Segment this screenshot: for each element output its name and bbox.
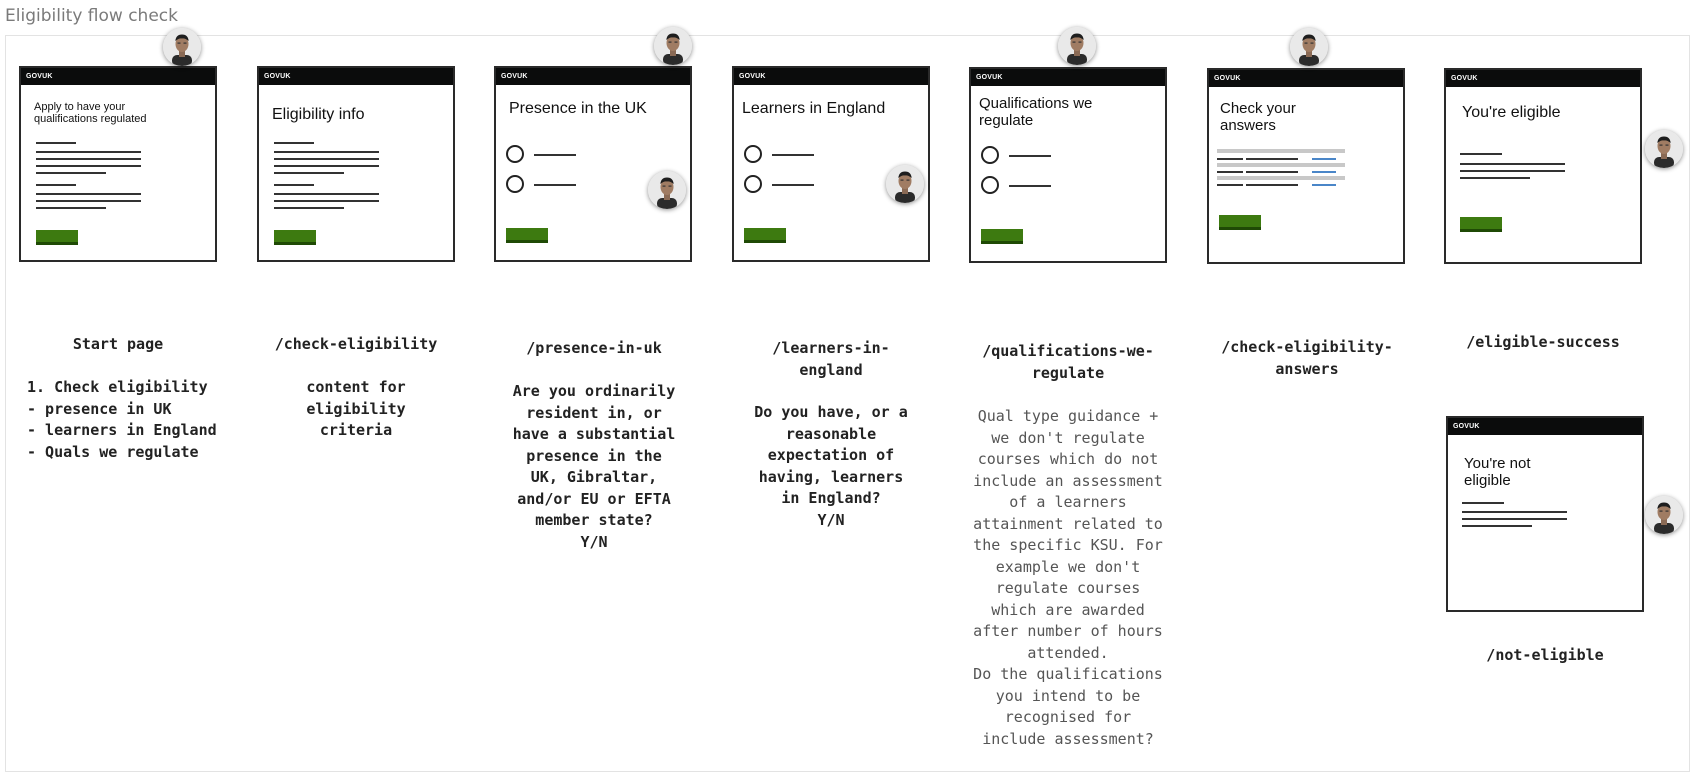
screen-title: You're eligible — [1462, 104, 1561, 121]
route-learners-in-england: /learners-in- england — [772, 339, 890, 379]
user-avatar-icon[interactable] — [648, 171, 686, 209]
board-title: Eligibility flow check — [5, 6, 178, 26]
govuk-header: GOVUK — [1448, 418, 1642, 435]
route-presence-in-uk: /presence-in-uk — [526, 339, 662, 357]
screen-learners-in-england[interactable]: GOVUK Learners in England — [732, 66, 930, 262]
radio-option — [981, 146, 999, 164]
screen-title: Qualifications we regulate — [979, 95, 1093, 129]
user-avatar-icon[interactable] — [163, 28, 201, 66]
screen-title: Check your answers — [1220, 100, 1296, 134]
route-check-eligibility-answers: /check-eligibility- answers — [1221, 338, 1393, 378]
presence-question: Are you ordinarily resident in, or have … — [512, 382, 676, 551]
continue-button — [1460, 217, 1502, 232]
user-avatar-icon[interactable] — [886, 165, 924, 203]
start-button — [36, 230, 78, 245]
continue-button — [981, 229, 1023, 244]
continue-button — [506, 228, 548, 243]
user-avatar-icon[interactable] — [1058, 27, 1096, 65]
screen-title: You're not eligible — [1464, 455, 1531, 489]
screen-title: Presence in the UK — [509, 100, 647, 117]
qualifications-guidance: Qual type guidance + we don't regulate c… — [973, 407, 1163, 748]
radio-option — [506, 175, 524, 193]
govuk-header: GOVUK — [21, 68, 215, 85]
screen-not-eligible[interactable]: GOVUK You're not eligible — [1446, 416, 1644, 612]
govuk-header: GOVUK — [734, 68, 928, 85]
user-avatar-icon[interactable] — [654, 27, 692, 65]
route-not-eligible: /not-eligible — [1486, 646, 1604, 664]
screen-presence-in-uk[interactable]: GOVUK Presence in the UK — [494, 66, 692, 262]
radio-option — [506, 145, 524, 163]
govuk-header: GOVUK — [971, 69, 1165, 86]
user-avatar-icon[interactable] — [1290, 28, 1328, 66]
screen-eligible-success[interactable]: GOVUK You're eligible — [1444, 68, 1642, 264]
learners-question: Do you have, or a reasonable expectation… — [754, 403, 908, 529]
govuk-header: GOVUK — [1209, 70, 1403, 87]
screen-title: Eligibility info — [272, 106, 365, 123]
screen-check-your-answers[interactable]: GOVUK Check your answers — [1207, 68, 1405, 264]
radio-option — [981, 176, 999, 194]
govuk-header: GOVUK — [1446, 70, 1640, 87]
start-page-steps: 1. Check eligibility - presence in UK - … — [27, 378, 217, 461]
user-avatar-icon[interactable] — [1645, 130, 1683, 168]
check-eligibility-desc: content for eligibility criteria — [306, 378, 406, 439]
user-avatar-icon[interactable] — [1645, 496, 1683, 534]
screen-eligibility-info[interactable]: GOVUK Eligibility info — [257, 66, 455, 262]
accept-and-send-button — [1219, 215, 1261, 230]
start-page-label: Start page — [72, 335, 164, 353]
screen-qualifications-we-regulate[interactable]: GOVUK Qualifications we regulate — [969, 67, 1167, 263]
screen-title: Apply to have your qualifications regula… — [34, 101, 147, 126]
continue-button — [274, 230, 316, 245]
govuk-header: GOVUK — [496, 68, 690, 85]
screen-title: Learners in England — [742, 100, 886, 117]
route-check-eligibility: /check-eligibility — [274, 335, 438, 353]
continue-button — [744, 228, 786, 243]
radio-option — [744, 175, 762, 193]
govuk-header: GOVUK — [259, 68, 453, 85]
whiteboard-canvas[interactable] — [5, 35, 1690, 772]
route-eligible-success: /eligible-success — [1466, 333, 1620, 351]
radio-option — [744, 145, 762, 163]
screen-start-page[interactable]: GOVUK Apply to have your qualifications … — [19, 66, 217, 262]
route-qualifications-we-regulate: /qualifications-we- regulate — [982, 342, 1154, 382]
